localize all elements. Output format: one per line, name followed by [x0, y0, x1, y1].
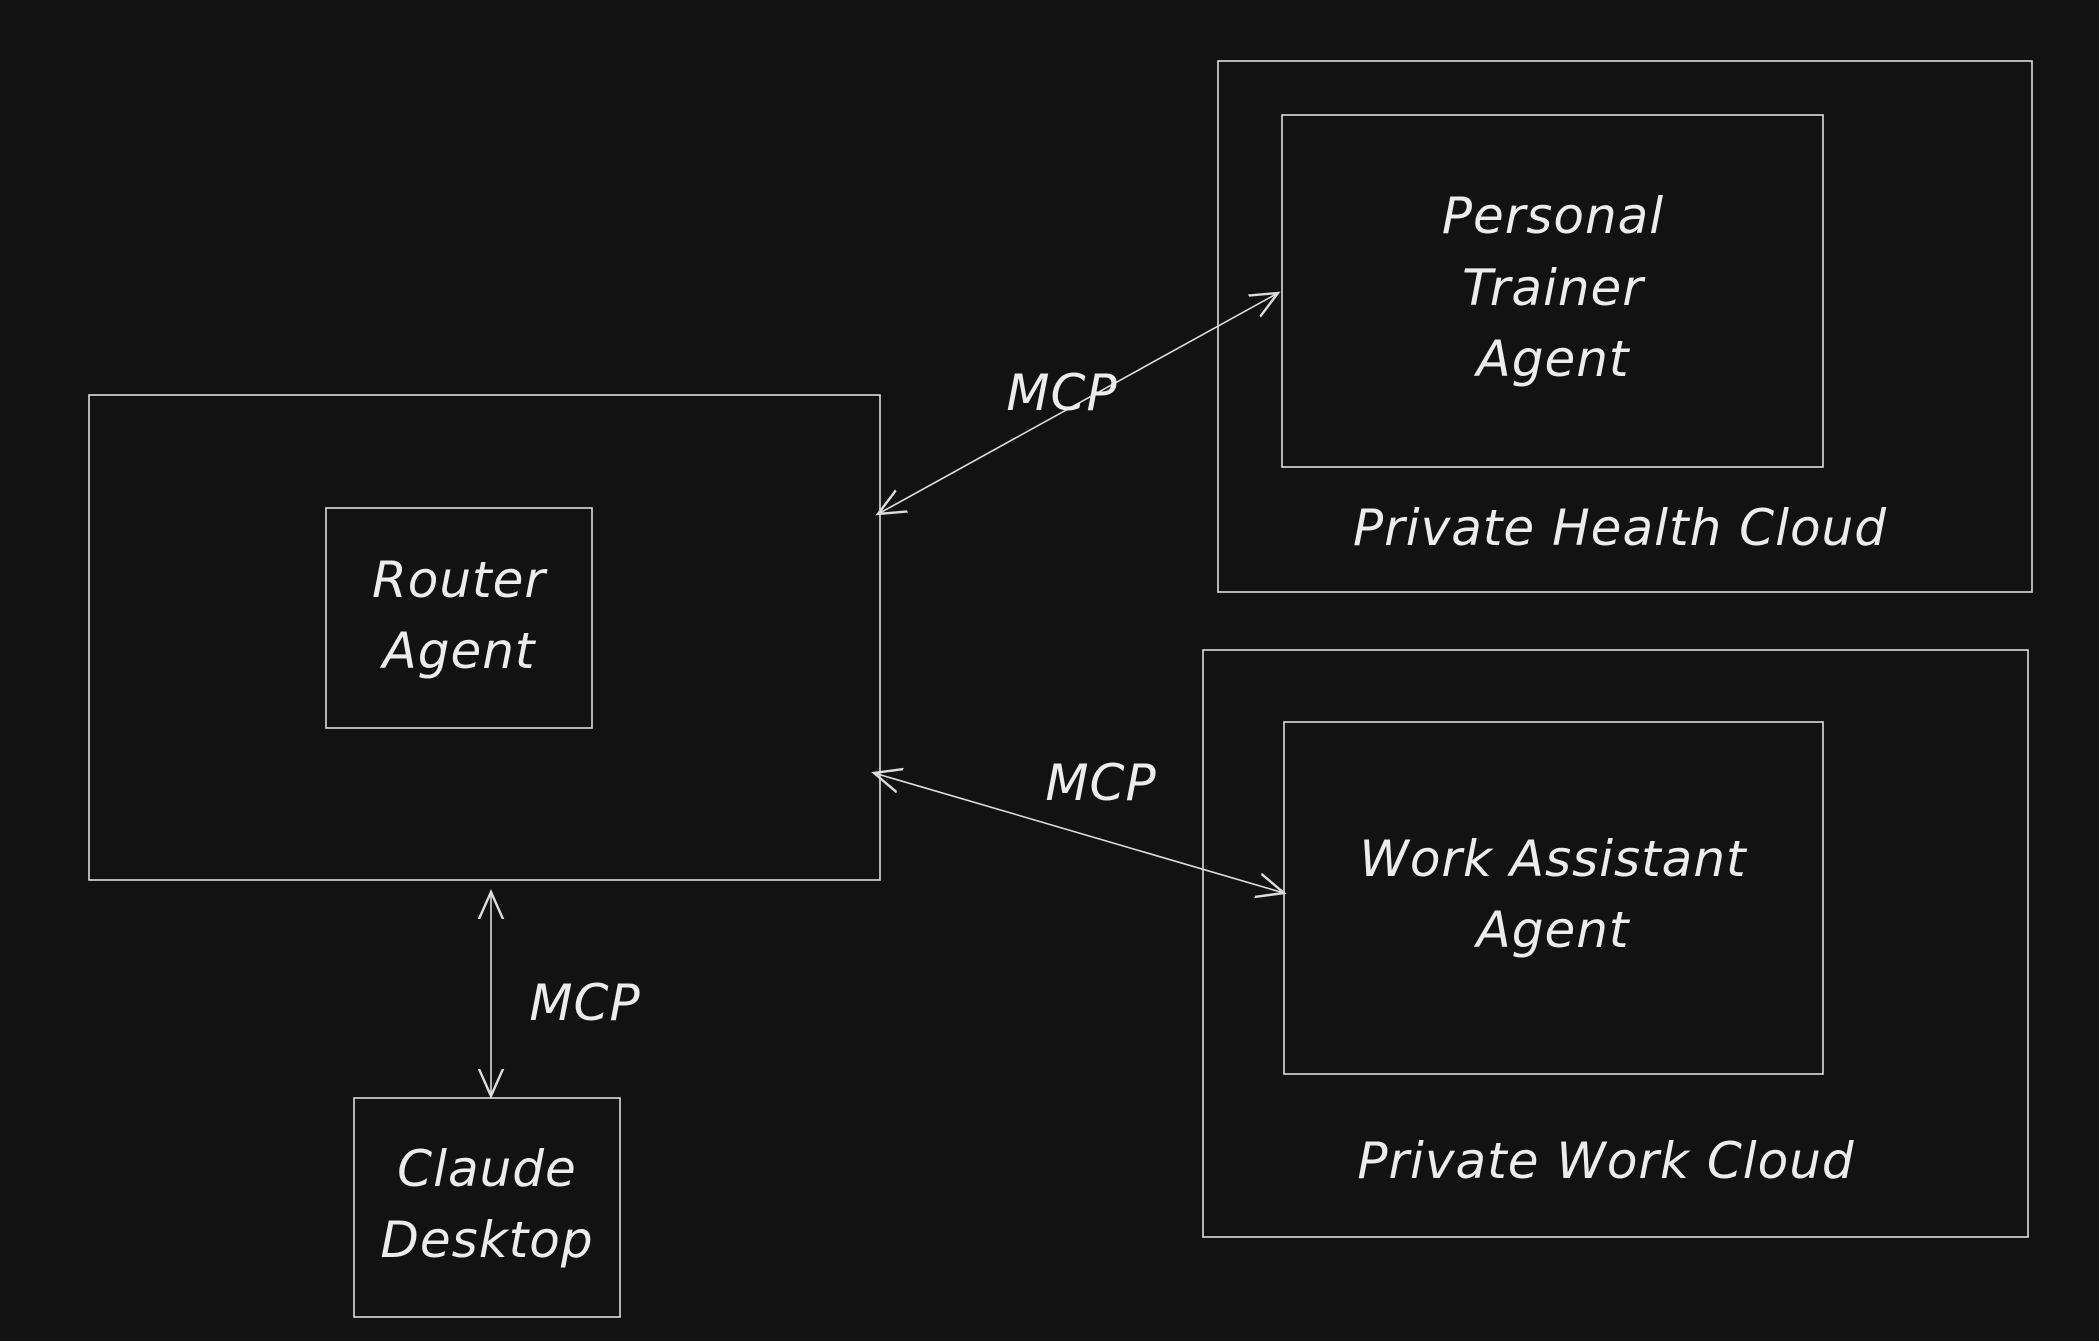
claude-desktop-label-line-2: Desktop	[380, 1211, 593, 1269]
edge-label-mcp: MCP	[529, 974, 640, 1032]
edge-label-mcp: MCP	[1006, 364, 1117, 422]
double-arrow-line	[878, 293, 1278, 514]
edge-label-mcp: MCP	[1045, 754, 1156, 812]
health-cloud-group: Personal Trainer Agent Private Health Cl…	[1217, 60, 2033, 593]
double-arrow-line	[874, 773, 1284, 893]
edge-router-work-assistant: MCP	[874, 754, 1284, 893]
router-container-box	[88, 394, 881, 881]
router-agent-label-line-1: Router	[372, 551, 548, 609]
work-assistant-box	[1283, 721, 1824, 1075]
personal-trainer-label-line-1: Personal	[1442, 187, 1664, 245]
router-agent-box	[325, 507, 593, 729]
personal-trainer-box	[1281, 114, 1824, 468]
personal-trainer-label-line-2: Trainer	[1462, 259, 1646, 317]
edge-router-personal-trainer: MCP	[878, 293, 1278, 514]
router-agent-node: Router Agent	[325, 507, 593, 729]
work-cloud-label: Private Work Cloud	[1357, 1132, 1854, 1190]
work-cloud-box	[1202, 649, 2029, 1238]
work-assistant-label-line-1: Work Assistant	[1359, 830, 1748, 888]
claude-desktop-label-line-1: Claude	[397, 1140, 577, 1198]
router-agent-label-line-2: Agent	[380, 622, 537, 680]
work-assistant-label-line-2: Agent	[1474, 901, 1631, 959]
work-cloud-group: Work Assistant Agent Private Work Cloud	[1202, 649, 2029, 1238]
claude-desktop-node: Claude Desktop	[353, 1097, 621, 1318]
edge-router-claude-desktop: MCP	[491, 892, 640, 1096]
health-cloud-label: Private Health Cloud	[1353, 499, 1887, 557]
personal-trainer-label-line-3: Agent	[1474, 330, 1631, 388]
claude-desktop-box	[353, 1097, 621, 1318]
